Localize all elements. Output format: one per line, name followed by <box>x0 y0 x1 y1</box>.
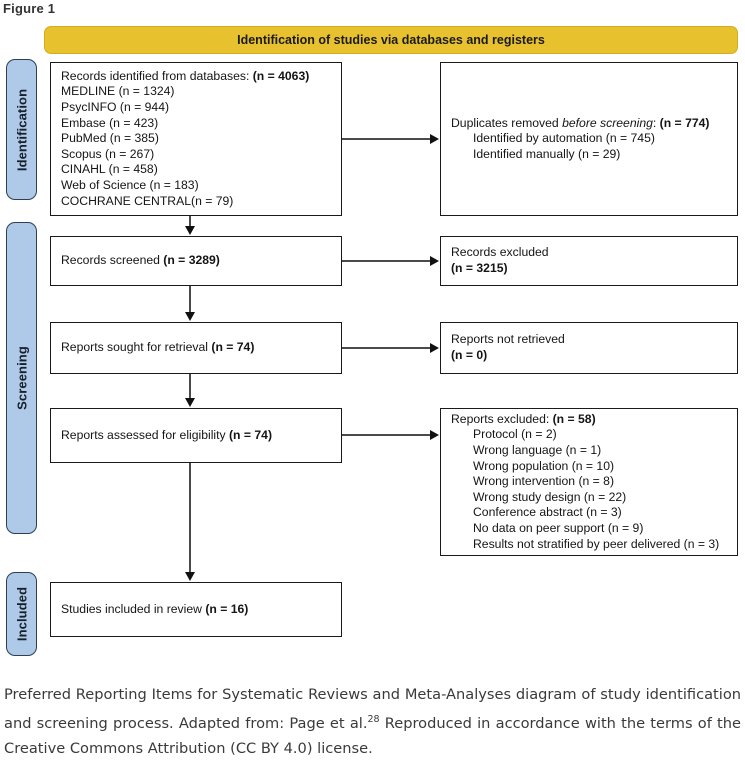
reports-excluded-title-text: Reports excluded: <box>451 411 550 426</box>
database-source-item: Web of Science (n = 183) <box>61 177 199 192</box>
reports-sought-text: Reports sought for retrieval <box>61 340 208 355</box>
database-source-item: Scopus (n = 267) <box>61 146 155 161</box>
box-studies-included: Studies included in review (n = 16) <box>50 582 342 637</box>
duplicates-detail-item: Identified manually (n = 29) <box>473 146 621 161</box>
duplicates-count: (n = 774) <box>659 115 710 130</box>
stage-band-screening: Screening <box>6 222 37 534</box>
database-source-item: Embase (n = 423) <box>61 115 159 130</box>
database-source-item: COCHRANE CENTRAL(n = 79) <box>61 193 234 208</box>
reports-excluded-count: (n = 58) <box>552 411 596 426</box>
records-screened-line: Records screened (n = 3289) <box>61 253 331 269</box>
duplicates-title-suffix: : <box>652 115 657 130</box>
arrowhead-down-icon <box>185 572 195 581</box>
caption-reference-marker: 28 <box>367 714 380 725</box>
connector-screened-to-excluded <box>342 260 432 262</box>
box-reports-assessed: Reports assessed for eligibility (n = 74… <box>50 408 342 463</box>
identification-banner: Identification of studies via databases … <box>44 26 738 54</box>
exclusion-reason-item: No data on peer support (n = 9) <box>473 520 644 535</box>
box-records-screened: Records screened (n = 3289) <box>50 236 342 286</box>
records-identified-title: Records identified from databases: (n = … <box>61 69 331 85</box>
exclusion-reason-item: Wrong intervention (n = 8) <box>473 474 615 489</box>
exclusion-reason-item: Wrong study design (n = 22) <box>473 489 627 504</box>
reports-not-retrieved-text: Reports not retrieved <box>451 332 565 347</box>
studies-included-text: Studies included in review <box>61 601 202 616</box>
figure-caption: Preferred Reporting Items for Systematic… <box>4 682 741 761</box>
records-identified-count: (n = 4063) <box>252 68 310 83</box>
connector-sought-to-assessed <box>189 374 191 401</box>
connector-assessed-to-included <box>189 463 191 575</box>
connector-assessed-to-reports-excluded <box>342 434 432 436</box>
reports-sought-count: (n = 74) <box>211 340 255 355</box>
database-source-item: MEDLINE (n = 1324) <box>61 84 175 99</box>
arrowhead-right-icon <box>430 430 439 440</box>
stage-label-identification: Identification <box>14 88 29 171</box>
connector-identified-to-duplicates <box>342 138 432 140</box>
studies-included-count: (n = 16) <box>205 601 249 616</box>
duplicates-detail-item: Identified by automation (n = 745) <box>473 131 655 146</box>
arrowhead-right-icon <box>430 134 439 144</box>
box-records-identified: Records identified from databases: (n = … <box>50 62 342 216</box>
records-screened-count: (n = 3289) <box>163 253 220 268</box>
reports-assessed-count: (n = 74) <box>229 427 273 442</box>
database-source-item: CINAHL (n = 458) <box>61 162 158 177</box>
exclusion-reason-item: Wrong population (n = 10) <box>473 458 615 473</box>
stage-label-screening: Screening <box>14 346 29 410</box>
studies-included-line: Studies included in review (n = 16) <box>61 602 331 618</box>
reports-not-retrieved-count: (n = 0) <box>451 348 488 362</box>
box-reports-not-retrieved: Reports not retrieved (n = 0) <box>440 322 738 374</box>
stage-label-included: Included <box>14 586 29 642</box>
records-excluded-count: (n = 3215) <box>451 261 508 275</box>
caption-part-2: Reproduced in accordance with the terms … <box>4 714 742 757</box>
connector-screened-to-sought <box>189 286 191 315</box>
exclusion-reason-item: Wrong language (n = 1) <box>473 443 602 458</box>
stage-band-identification: Identification <box>6 59 37 200</box>
figure-label: Figure 1 <box>3 1 56 16</box>
box-duplicates-removed: Duplicates removed before screening: (n … <box>440 62 738 216</box>
records-screened-text: Records screened <box>61 253 160 268</box>
caption-part-1: Preferred Reporting Items for Systematic… <box>4 686 741 732</box>
exclusion-reason-item: Results not stratified by peer delivered… <box>473 536 720 551</box>
connector-sought-to-not-retrieved <box>342 347 432 349</box>
duplicates-title-emphasis: before screening <box>562 115 653 130</box>
arrowhead-down-icon <box>185 398 195 407</box>
duplicates-title-prefix: Duplicates removed <box>451 115 563 130</box>
database-source-item: PsycINFO (n = 944) <box>61 100 170 115</box>
arrowhead-right-icon <box>430 343 439 353</box>
records-identified-title-text: Records identified from databases: <box>61 68 250 83</box>
reports-assessed-text: Reports assessed for eligibility <box>61 427 226 442</box>
reports-excluded-title: Reports excluded: (n = 58) <box>451 412 727 428</box>
reports-assessed-line: Reports assessed for eligibility (n = 74… <box>61 428 331 444</box>
box-records-excluded: Records excluded (n = 3215) <box>440 236 738 286</box>
box-reports-sought: Reports sought for retrieval (n = 74) <box>50 322 342 374</box>
box-reports-excluded-reasons: Reports excluded: (n = 58) Protocol (n =… <box>440 408 738 556</box>
exclusion-reason-item: Conference abstract (n = 3) <box>473 505 622 520</box>
database-source-item: PubMed (n = 385) <box>61 131 159 146</box>
arrowhead-down-icon <box>185 312 195 321</box>
stage-band-included: Included <box>6 572 37 656</box>
prisma-flow-diagram: Identification Screening Included Identi… <box>0 18 745 673</box>
duplicates-title: Duplicates removed before screening: (n … <box>451 116 727 132</box>
exclusion-reason-item: Protocol (n = 2) <box>473 427 557 442</box>
arrowhead-right-icon <box>430 256 439 266</box>
connector-identified-to-screened <box>189 216 191 229</box>
records-excluded-text: Records excluded <box>451 245 549 260</box>
identification-banner-label: Identification of studies via databases … <box>237 33 545 47</box>
arrowhead-down-icon <box>185 226 195 235</box>
reports-sought-line: Reports sought for retrieval (n = 74) <box>61 340 331 356</box>
